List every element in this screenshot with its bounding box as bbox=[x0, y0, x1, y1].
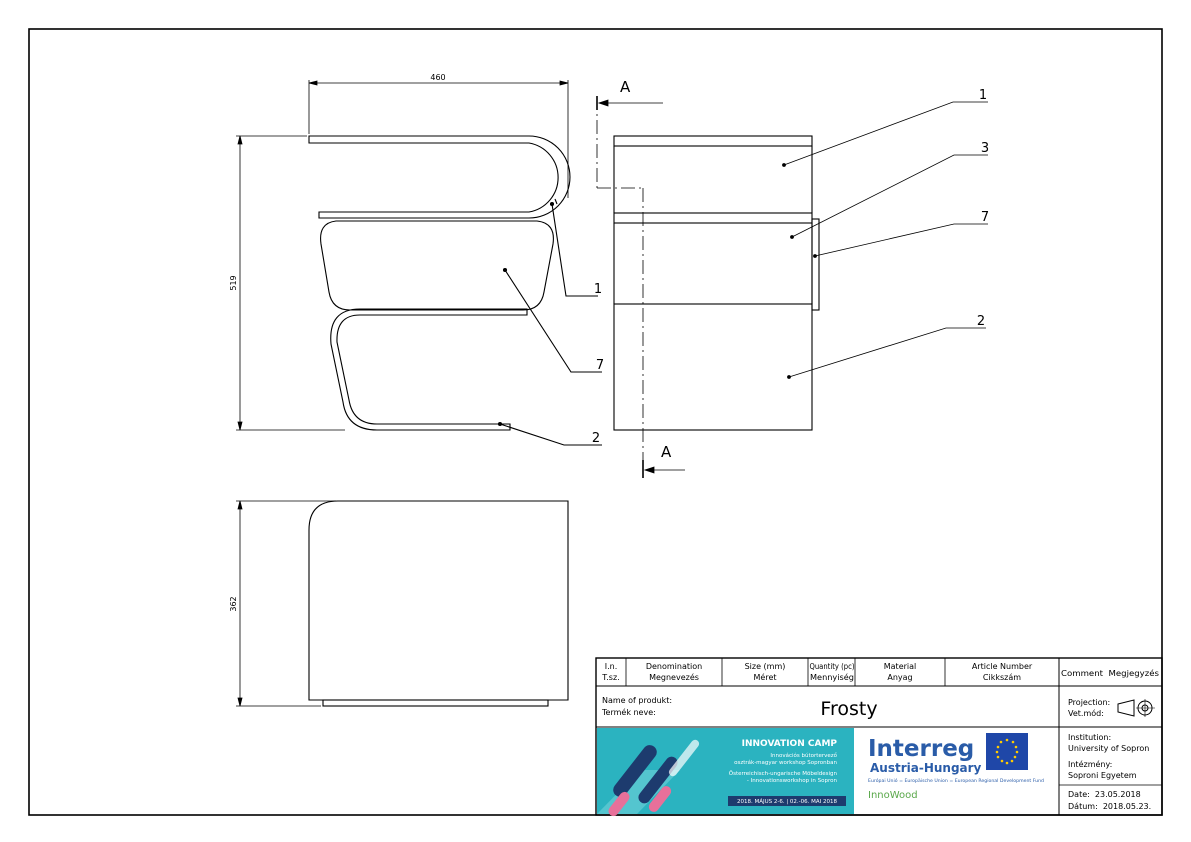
front-side-panel bbox=[811, 218, 820, 311]
innowood-project: InnoWood bbox=[868, 790, 918, 801]
section-line bbox=[596, 96, 685, 478]
leader-side-2 bbox=[499, 423, 602, 446]
interreg-fund: Európai Unió = Europäische Union = Europ… bbox=[868, 777, 1044, 784]
banner-text: INNOVATION CAMP Innovációs bútortervező … bbox=[729, 739, 838, 805]
eu-stars-icon bbox=[995, 738, 1019, 765]
title-block bbox=[595, 657, 1163, 816]
header-quantity-hu: Mennyiség bbox=[810, 672, 854, 682]
institution-label-hu: Intézmény: bbox=[1068, 759, 1112, 769]
header-article-hu: Cikkszám bbox=[983, 673, 1021, 682]
front-seat-band bbox=[613, 212, 813, 224]
front-leaders bbox=[782, 101, 988, 379]
interreg-text: Interreg Austria-Hungary Európai Unió = … bbox=[868, 736, 1044, 801]
projection-label-en: Projection: bbox=[1068, 698, 1110, 707]
institution-en: University of Sopron bbox=[1068, 744, 1149, 753]
camp-line-3: Österreichisch-ungarische Möbeldesign bbox=[729, 770, 838, 777]
front-view bbox=[613, 135, 820, 431]
header-material-hu: Anyag bbox=[887, 673, 912, 682]
innovation-camp-banner bbox=[597, 728, 854, 817]
product-name: Frosty bbox=[820, 698, 877, 720]
date-hu: Dátum: 2018.05.23. bbox=[1068, 802, 1151, 811]
header-item-no-en: I.n. bbox=[605, 662, 618, 671]
label-front-side-panel: 7 bbox=[981, 210, 989, 225]
camp-dates: 2018. MÁJUS 2-6. | 02.-06. MAI 2018 bbox=[737, 798, 838, 805]
camp-line-1: Innovációs bútortervező bbox=[770, 752, 837, 759]
dimension-height bbox=[236, 135, 345, 431]
label-side-cushion: 7 bbox=[596, 358, 604, 373]
side-view bbox=[308, 135, 602, 446]
date-en: Date: 23.05.2018 bbox=[1068, 790, 1141, 799]
name-label-hu: Termék neve: bbox=[601, 707, 656, 717]
leader-side-7 bbox=[504, 269, 602, 373]
dimension-depth-value: 362 bbox=[229, 596, 238, 611]
label-side-bottom-frame: 2 bbox=[592, 431, 600, 446]
top-view-outline bbox=[308, 500, 569, 701]
interreg-subtitle: Austria-Hungary bbox=[870, 761, 982, 775]
leader-side-1 bbox=[551, 203, 598, 297]
projection-symbol-icon bbox=[1117, 699, 1155, 717]
header-denomination-en: Denomination bbox=[646, 662, 702, 671]
title-block-institution: Institution: University of Sopron Intézm… bbox=[1068, 733, 1151, 811]
header-item-no-hu: T.sz. bbox=[601, 673, 619, 682]
title-block-name-row: Name of produkt: Termék neve: Frosty Pro… bbox=[601, 696, 1110, 720]
dimension-height-value: 519 bbox=[229, 275, 238, 290]
dimension-depth bbox=[236, 500, 336, 707]
header-article-en: Article Number bbox=[972, 662, 1033, 671]
header-quantity-en: Quantity (pc) bbox=[810, 662, 855, 671]
interreg-title: Interreg bbox=[868, 736, 974, 762]
side-top-frame-tube bbox=[308, 135, 571, 219]
camp-line-4: - Innovationsworkshop in Sopron bbox=[747, 778, 838, 784]
camp-title: INNOVATION CAMP bbox=[742, 739, 838, 749]
header-material-en: Material bbox=[884, 662, 917, 671]
header-size-en: Size (mm) bbox=[745, 662, 786, 671]
top-view-base-strip bbox=[322, 699, 549, 707]
name-label-en: Name of produkt: bbox=[602, 696, 672, 705]
label-front-bottom: 2 bbox=[977, 314, 985, 329]
institution-hu: Soproni Egyetem bbox=[1068, 771, 1137, 780]
label-front-middle: 3 bbox=[981, 141, 989, 156]
title-block-headers: I.n. T.sz. Denomination Megnevezés Size … bbox=[601, 662, 1159, 682]
header-comment: Comment Megjegyzés bbox=[1061, 668, 1159, 678]
section-label-top: A bbox=[620, 78, 631, 96]
projection-label-hu: Vet.mód: bbox=[1068, 708, 1104, 718]
header-size-hu: Méret bbox=[754, 672, 777, 682]
camp-line-2: osztrák-magyar workshop Sopronban bbox=[734, 759, 837, 766]
leader-side-1b bbox=[554, 198, 558, 205]
header-denomination-hu: Megnevezés bbox=[649, 672, 699, 682]
top-view bbox=[308, 500, 569, 707]
label-front-top: 1 bbox=[979, 88, 987, 103]
interreg-logo bbox=[986, 733, 1028, 770]
dimension-width bbox=[308, 80, 569, 198]
front-bottom-block bbox=[613, 303, 813, 431]
dimension-width-value: 460 bbox=[430, 73, 445, 82]
side-bottom-frame-tube bbox=[330, 308, 528, 431]
institution-label-en: Institution: bbox=[1068, 733, 1111, 742]
section-label-bottom: A bbox=[661, 443, 672, 461]
side-cushion bbox=[320, 220, 554, 311]
front-top-band bbox=[613, 135, 813, 147]
label-side-top-frame: 1 bbox=[594, 282, 602, 297]
